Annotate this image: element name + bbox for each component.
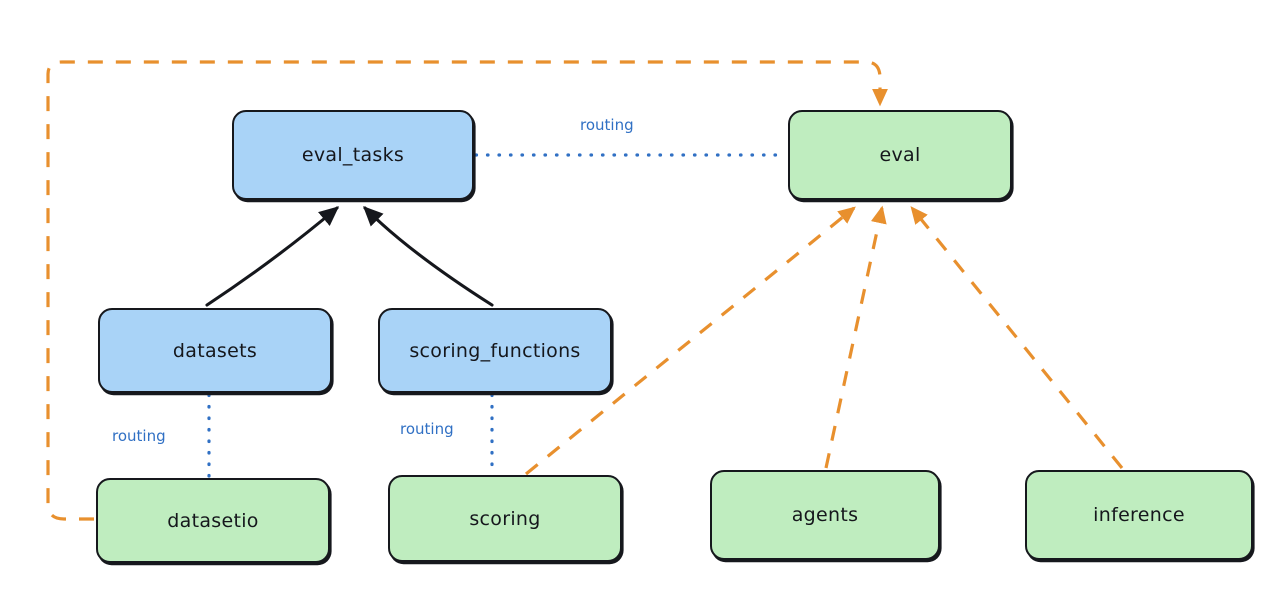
node-eval-tasks[interactable]: eval_tasks [232, 110, 474, 200]
node-label-datasetio: datasetio [167, 509, 259, 532]
node-datasets[interactable]: datasets [98, 308, 332, 393]
edge-label-routing-datasets-datasetio: routing [110, 427, 168, 445]
node-label-datasets: datasets [172, 339, 258, 362]
node-label-scoring: scoring [469, 507, 541, 530]
node-inference[interactable]: inference [1025, 470, 1253, 560]
edge-inference-to-eval [910, 206, 1124, 470]
node-datasetio[interactable]: datasetio [96, 478, 330, 563]
node-eval[interactable]: eval [788, 110, 1012, 200]
edge-scoring-functions-to-eval-tasks [363, 206, 494, 307]
node-label-inference: inference [1093, 504, 1185, 526]
edge-label-routing-eval-tasks-eval: routing [578, 116, 636, 134]
node-label-eval: eval [879, 144, 921, 166]
node-label-agents: agents [791, 504, 859, 526]
edge-agents-to-eval [824, 205, 887, 469]
node-label-eval-tasks: eval_tasks [301, 144, 405, 166]
node-agents[interactable]: agents [710, 470, 940, 560]
node-scoring-functions[interactable]: scoring_functions [378, 308, 612, 393]
edge-datasets-to-eval-tasks [205, 206, 340, 307]
node-scoring[interactable]: scoring [388, 475, 622, 562]
edge-label-routing-scoring-functions-scoring: routing [398, 420, 456, 438]
node-label-scoring-functions: scoring_functions [409, 339, 581, 362]
